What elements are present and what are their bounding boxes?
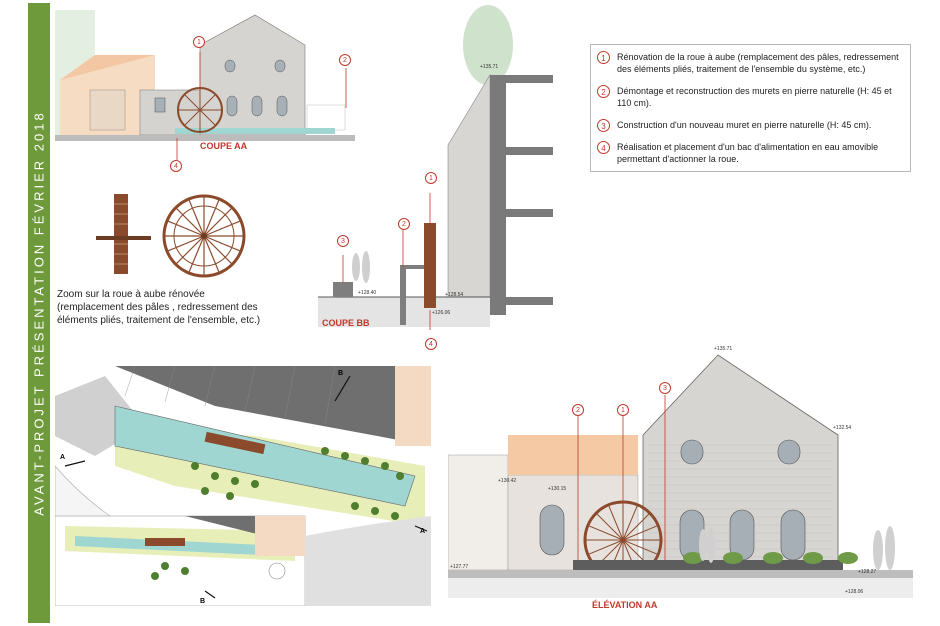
legend-box: 1 Rénovation de la roue à aube (remplace… <box>590 44 911 172</box>
site-plan-drawing <box>55 366 431 606</box>
coupe-aa-label: COUPE AA <box>200 141 248 151</box>
legend-number-2: 2 <box>597 85 610 98</box>
section-a-label-right: A <box>420 528 426 535</box>
level-top-section: +135.71 <box>480 64 499 70</box>
coupe-bb-label: COUPE BB <box>322 318 370 328</box>
legend-item-2: 2 Démontage et reconstruction des murets… <box>597 85 902 109</box>
level-bb-a: +128.40 <box>358 290 377 296</box>
legend-number-3: 3 <box>597 119 610 132</box>
legend-number-4: 4 <box>597 141 610 154</box>
level-bb-c: +126.06 <box>432 310 451 316</box>
legend-text-4: Réalisation et placement d'un bac d'alim… <box>617 142 879 164</box>
marker-elev-2: 2 <box>572 404 584 416</box>
level-elev-left: +130.42 <box>498 478 517 484</box>
legend-text-2: Démontage et reconstruction des murets e… <box>617 86 892 108</box>
marker-2: 2 <box>339 54 351 66</box>
marker-4: 4 <box>170 160 182 172</box>
legend-text-1: Rénovation de la roue à aube (remplaceme… <box>617 52 899 74</box>
section-b-label-top: B <box>338 370 344 377</box>
level-elev-b3: +128.06 <box>845 589 864 595</box>
legend-number-1: 1 <box>597 51 610 64</box>
marker-bb-2: 2 <box>398 218 410 230</box>
coupe-aa-drawing <box>55 10 355 160</box>
wheel-zoom-drawing <box>96 194 246 278</box>
marker-bb-1: 1 <box>425 172 437 184</box>
legend-item-1: 1 Rénovation de la roue à aube (remplace… <box>597 51 902 75</box>
level-elev-b2: +128.27 <box>858 569 877 575</box>
level-elev-b1: +127.77 <box>450 564 469 570</box>
sidebar-title: AVANT-PROJET PRÉSENTATION FÉVRIER 2018 <box>31 110 47 516</box>
wheel-caption: Zoom sur la roue à aube rénovée (remplac… <box>57 289 261 326</box>
level-elev-mid: +130.15 <box>548 486 567 492</box>
marker-bb-3: 3 <box>337 235 349 247</box>
marker-1: 1 <box>193 36 205 48</box>
legend-item-4: 4 Réalisation et placement d'un bac d'al… <box>597 141 902 165</box>
marker-elev-1: 1 <box>617 404 629 416</box>
elevation-aa-label: ÉLÉVATION AA <box>592 600 658 610</box>
legend-item-3: 3 Construction d'un nouveau muret en pie… <box>597 119 902 132</box>
elevation-aa-drawing <box>448 354 913 598</box>
legend-text-3: Construction d'un nouveau muret en pierr… <box>617 120 872 130</box>
level-bb-b: +128.54 <box>445 292 464 298</box>
level-elev-right: +132.54 <box>833 425 852 431</box>
level-elev-top: +135.71 <box>714 346 733 352</box>
section-b-label-bottom: B <box>200 598 206 605</box>
marker-elev-3: 3 <box>659 382 671 394</box>
section-a-label-left: A <box>60 454 66 461</box>
coupe-bb-drawing <box>318 5 553 330</box>
marker-bb-4: 4 <box>425 338 437 350</box>
sidebar-band: AVANT-PROJET PRÉSENTATION FÉVRIER 2018 <box>28 3 50 623</box>
